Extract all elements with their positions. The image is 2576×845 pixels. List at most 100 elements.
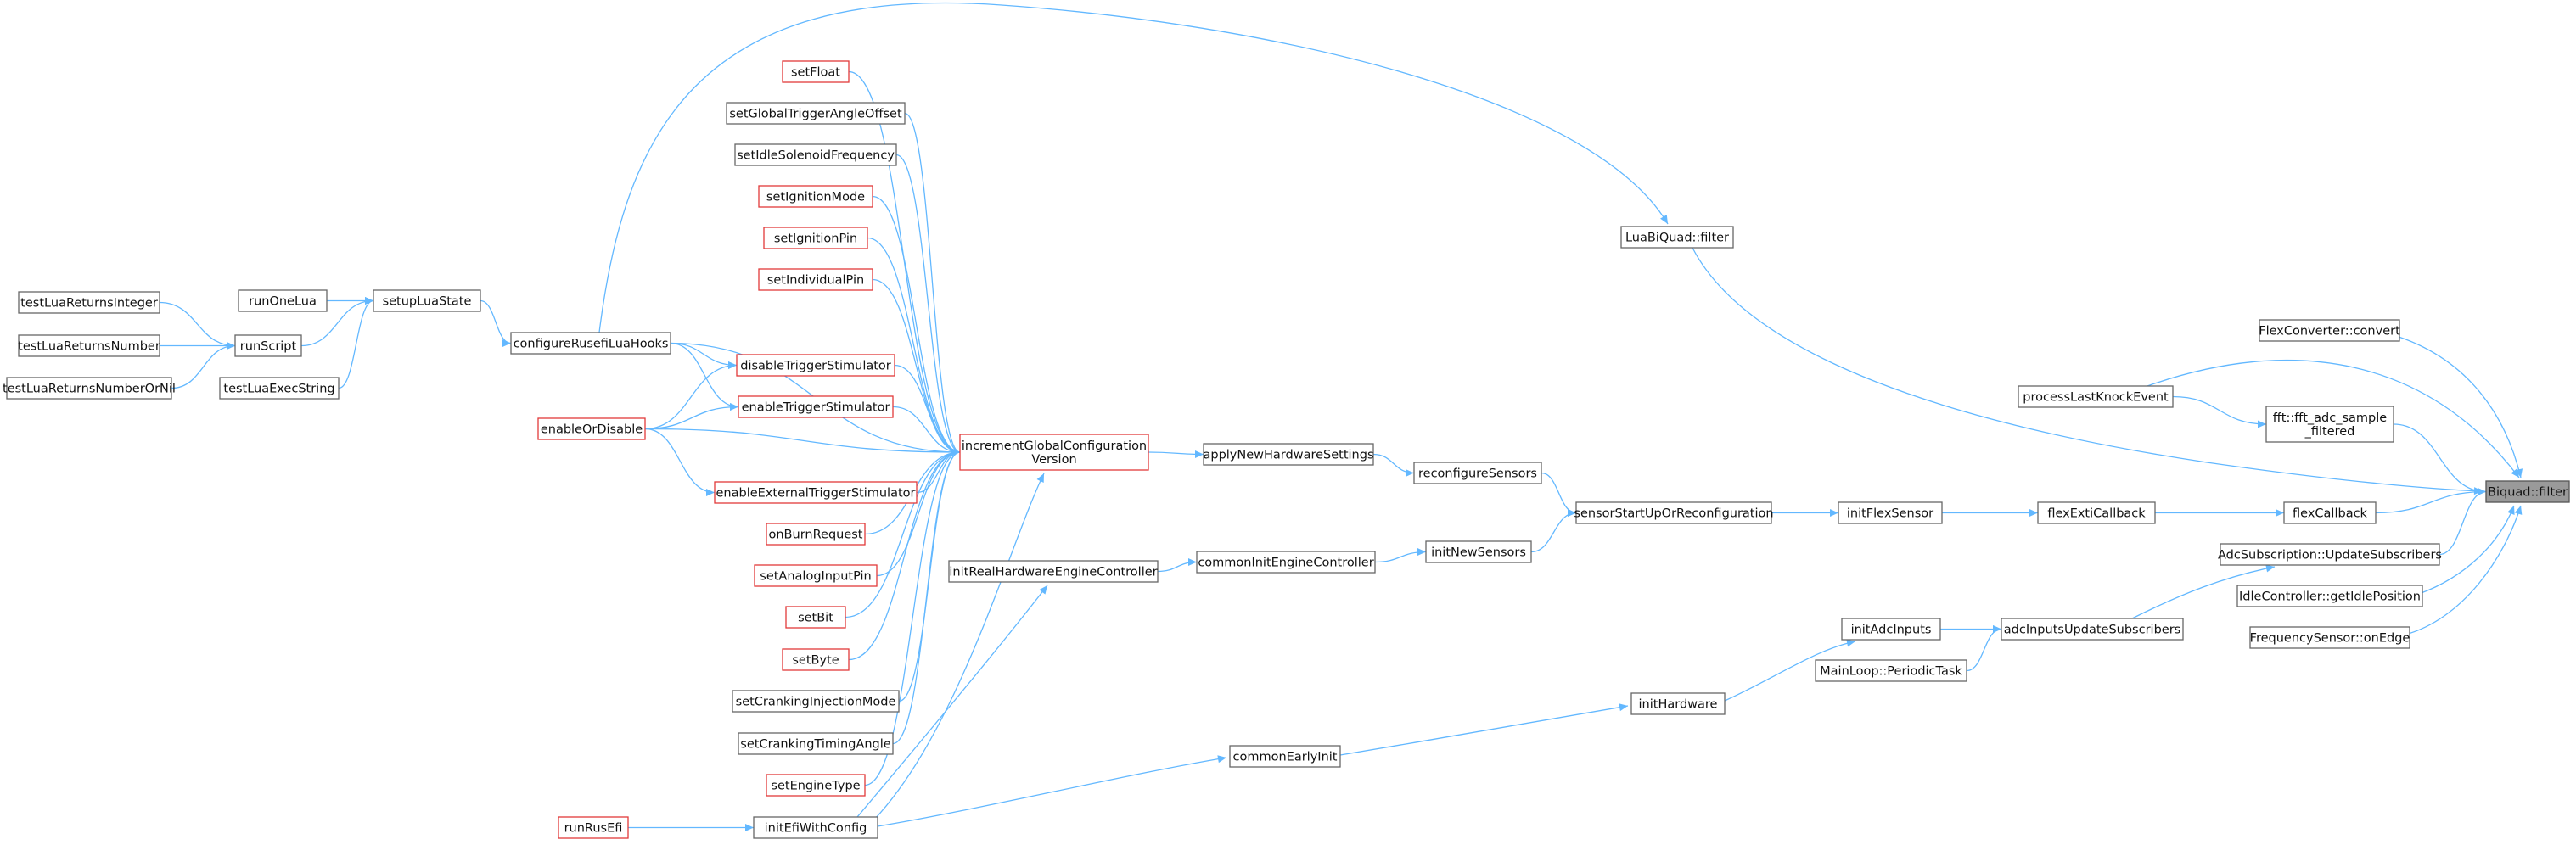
node-setindividualpin[interactable]: setIndividualPin: [758, 268, 873, 291]
node-fft_adc_sample_filtered[interactable]: fft::fft_adc_sample_filtered: [2265, 406, 2394, 443]
node-configurerusefiluahooks[interactable]: configureRusefiLuaHooks: [510, 332, 671, 355]
node-testluareturnsnumber[interactable]: testLuaReturnsNumber: [18, 334, 160, 357]
node-setcrankingtimingangle[interactable]: setCrankingTimingAngle: [738, 732, 894, 755]
node-label: testLuaReturnsNumberOrNil: [3, 383, 176, 396]
edge-processlastknockevent-to-biquad_filter: [2147, 359, 2520, 478]
node-setidlesolenoidfrequency[interactable]: setIdleSolenoidFrequency: [734, 143, 897, 166]
node-setupluastate[interactable]: setupLuaState: [373, 289, 481, 312]
node-setignitionmode[interactable]: setIgnitionMode: [758, 185, 873, 208]
node-box: [754, 564, 878, 587]
node-testluareturnsinteger[interactable]: testLuaReturnsInteger: [18, 291, 160, 314]
node-label: initHardware: [1639, 698, 1718, 712]
node-setbit[interactable]: setBit: [785, 606, 846, 629]
node-biquad_filter[interactable]: Biquad::filter: [2485, 480, 2570, 503]
node-setbyte[interactable]: setByte: [782, 648, 850, 671]
edge-setupluastate-to-configurerusefiluahooks: [480, 299, 512, 344]
node-flexconverter_convert[interactable]: FlexConverter::convert: [2259, 319, 2400, 342]
node-initflexsensor[interactable]: initFlexSensor: [1838, 501, 1943, 524]
edge-disabletriggerstimulator-to-incrementglobalconfigurationversion: [894, 364, 961, 453]
edge-enableordisable-to-disabletriggerstimulator-arrowhead: [728, 361, 737, 369]
node-box: [1620, 226, 1734, 249]
edge-initnewsensors-to-sensorstartuporreconfiguration-arrowhead: [1568, 509, 1576, 517]
node-box: [1203, 443, 1374, 466]
node-flexcallback[interactable]: flexCallback: [2283, 501, 2377, 524]
edge-inithardware-to-initadcinputs-arrowhead: [1846, 639, 1855, 647]
node-box: [234, 334, 302, 357]
node-box: [766, 774, 866, 797]
edge-mainloop_periodictask-to-adcinputsupdatesubscribers-arrowhead: [1993, 625, 2001, 633]
node-setfloat[interactable]: setFloat: [782, 60, 850, 83]
node-setignitionpin[interactable]: setIgnitionPin: [763, 227, 868, 249]
node-label: enableExternalTriggerStimulator: [716, 487, 916, 501]
node-adcsubscription_updatesubscribers[interactable]: AdcSubscription::UpdateSubscribers: [2218, 543, 2442, 566]
node-label-line: fft::fft_adc_sample: [2273, 411, 2387, 425]
node-setglobaltriggerangleoffset[interactable]: setGlobalTriggerAngleOffset: [726, 102, 906, 125]
node-box: [2236, 585, 2423, 607]
edge-adcsubscription_updatesubscribers-to-biquad_filter: [2439, 490, 2487, 556]
node-box: [736, 354, 895, 377]
node-box: [782, 648, 850, 671]
edge-reconfiguresensors-to-sensorstartuporreconfiguration: [1541, 472, 1577, 514]
node-processlastknockevent[interactable]: processLastKnockEvent: [2018, 385, 2174, 408]
edge-luabiquad_filter-to-biquad_filter: [1692, 247, 2483, 492]
node-sensorstartuporreconfiguration[interactable]: sensorStartUpOrReconfiguration: [1574, 501, 1774, 524]
node-label: testLuaReturnsInteger: [20, 297, 158, 311]
node-label: setIndividualPin: [767, 274, 864, 288]
edge-testluaexecstring-to-setupluastate-arrowhead: [365, 297, 373, 305]
node-label: configureRusefiLuaHooks: [514, 338, 669, 351]
edge-setglobaltriggerangleoffset-to-incrementglobalconfigurationversion: [904, 112, 961, 453]
edge-enableordisable-to-incrementglobalconfigurationversion: [644, 428, 961, 453]
node-label: processLastKnockEvent: [2023, 391, 2169, 405]
node-box: [714, 481, 918, 504]
node-label: fft::fft_adc_sample_filtered: [2273, 411, 2387, 439]
node-disabletriggerstimulator[interactable]: disableTriggerStimulator: [736, 354, 895, 377]
node-box: [732, 690, 900, 713]
node-commonearlyinit[interactable]: commonEarlyInit: [1229, 745, 1341, 768]
node-flexexticallback[interactable]: flexExtiCallback: [2037, 501, 2156, 524]
node-commoninitenginecontroller[interactable]: commonInitEngineController: [1196, 551, 1376, 574]
edge-testluareturnsinteger-to-runscript: [159, 301, 236, 347]
node-setcrankinginjectionmode[interactable]: setCrankingInjectionMode: [732, 690, 900, 713]
node-box: [373, 289, 481, 312]
node-label: onBurnRequest: [769, 529, 863, 542]
node-label: enableOrDisable: [541, 423, 643, 437]
node-runrusefi[interactable]: runRusEfi: [558, 816, 629, 839]
node-initadcinputs[interactable]: initAdcInputs: [1841, 618, 1941, 641]
node-reconfiguresensors[interactable]: reconfigureSensors: [1413, 462, 1542, 484]
node-enableordisable[interactable]: enableOrDisable: [537, 417, 646, 440]
node-label: initNewSensors: [1431, 546, 1526, 560]
edge-setupluastate-to-configurerusefiluahooks-arrowhead: [502, 339, 511, 347]
node-setenginetype[interactable]: setEngineType: [766, 774, 866, 797]
node-box: [2265, 406, 2394, 443]
edge-flexcallback-to-biquad_filter: [2375, 490, 2487, 514]
edge-idlecontroller_getidleposition-to-biquad_filter-arrowhead: [2507, 506, 2515, 515]
node-box: [2037, 501, 2156, 524]
node-applynewhardwaresettings[interactable]: applyNewHardwareSettings: [1203, 443, 1374, 466]
node-initrealhardwareenginecontroller[interactable]: initRealHardwareEngineController: [948, 560, 1159, 583]
node-idlecontroller_getidleposition[interactable]: IdleController::getIdlePosition: [2236, 585, 2423, 607]
call-edges: [159, 2, 2523, 831]
node-label-line: incrementGlobalConfiguration: [962, 439, 1147, 453]
node-initnewsensors[interactable]: initNewSensors: [1425, 540, 1532, 563]
edge-adcinputsupdatesubscribers-to-adcsubscription_updatesubscribers-arrowhead: [2265, 564, 2275, 573]
node-frequencysensor_onedge[interactable]: FrequencySensor::onEdge: [2249, 626, 2410, 649]
node-inithardware[interactable]: initHardware: [1630, 692, 1726, 715]
node-adcinputsupdatesubscribers[interactable]: adcInputsUpdateSubscribers: [2001, 618, 2184, 641]
node-onburnrequest[interactable]: onBurnRequest: [766, 523, 866, 546]
node-testluaexecstring[interactable]: testLuaExecString: [219, 377, 340, 400]
node-box: [238, 289, 328, 312]
node-runonelua[interactable]: runOneLua: [238, 289, 328, 312]
node-testluareturnsnumberornil[interactable]: testLuaReturnsNumberOrNil: [3, 377, 176, 400]
node-initefiwithconfig[interactable]: initEfiWithConfig: [753, 816, 878, 839]
node-runscript[interactable]: runScript: [234, 334, 302, 357]
node-box: [2018, 385, 2174, 408]
node-luabiquad_filter[interactable]: LuaBiQuad::filter: [1620, 226, 1734, 249]
node-enabletriggerstimulator[interactable]: enableTriggerStimulator: [738, 395, 894, 418]
node-setanaloginputpin[interactable]: setAnalogInputPin: [754, 564, 878, 587]
node-label: disableTriggerStimulator: [740, 360, 891, 373]
node-box: [782, 60, 850, 83]
node-mainloop_periodictask[interactable]: MainLoop::PeriodicTask: [1815, 659, 1967, 682]
node-enableexternaltriggerstimulator[interactable]: enableExternalTriggerStimulator: [714, 481, 918, 504]
